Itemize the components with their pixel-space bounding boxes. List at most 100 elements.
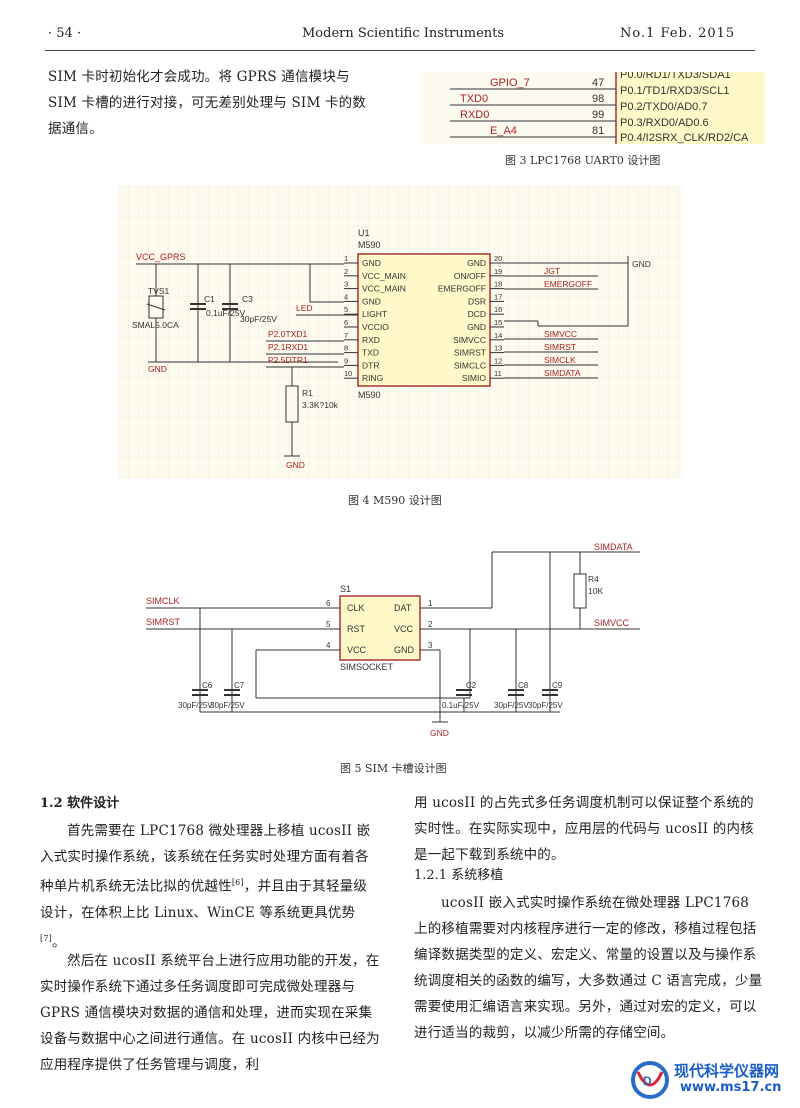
vcc-gprs-label: VCC_GPRS [136, 252, 186, 262]
right-paragraph-2: ucosII 嵌入式实时操作系统在微处理器 LPC1768 上的移植需要对内核程… [414, 895, 763, 1041]
sim-cap-value: 30pF/25V [528, 701, 563, 710]
sim-cap-ref: C6 [202, 681, 213, 690]
sim-pin-vcc-left: VCC [347, 645, 367, 655]
c3-ref: C3 [242, 294, 253, 304]
m590-left-pin-name: TXD [362, 348, 379, 358]
sim-pin-rst: RST [347, 624, 366, 634]
m590-left-pin-name: VCC_MAIN [362, 271, 406, 281]
right-paragraph-1: 用 ucosII 的占先式多任务调度机制可以保证整个系统的实时性。在实际实现中，… [414, 795, 754, 863]
m590-left-pin-num: 2 [344, 267, 348, 276]
simsocket-part: SIMSOCKET [340, 662, 394, 672]
m590-right-pin-num: 17 [494, 292, 502, 301]
sim-pin-num-6: 6 [326, 599, 331, 608]
sim-pin-num-2: 2 [428, 620, 433, 629]
m590-part-top: M590 [358, 240, 381, 250]
fig3-pin-3: 81 [592, 125, 604, 137]
net-simdata: SIMDATA [544, 368, 581, 378]
net-led: LED [296, 303, 313, 313]
gnd-label-left: GND [148, 364, 167, 374]
m590-left-pin-num: 7 [344, 331, 348, 340]
m590-left-pin-name: DTR [362, 360, 379, 370]
m590-right-pin-num: 18 [494, 280, 502, 289]
u1-designator: U1 [358, 228, 370, 238]
m590-right-pin-name: ON/OFF [454, 271, 486, 281]
net-p2-5dtr1: P2.5DTR1 [268, 355, 308, 365]
m590-right-pin-num: 15 [494, 318, 502, 327]
m590-left-pin-num: 5 [344, 305, 348, 314]
watermark-name: 现代科学仪器网 [674, 1062, 780, 1080]
sim-cap-ref: C7 [234, 681, 245, 690]
fig3-func-0: P0.0/RD1/TXD3/SDA1 [620, 72, 731, 81]
subsection-heading: 1.2.1 系统移植 [414, 868, 504, 883]
fig3-func-4: P0.4/I2SRX_CLK/RD2/CA [620, 132, 749, 144]
intro-line-3: 据通信。 [48, 121, 103, 137]
fig3-pin-1: 98 [592, 93, 604, 105]
sim-net-simclk: SIMCLK [146, 596, 180, 606]
m590-right-pin-num: 14 [494, 331, 502, 340]
journal-title: Modern Scientific Instruments [302, 26, 505, 41]
m590-left-pin-num: 6 [344, 318, 348, 327]
m590-right-pin-name: DCD [468, 309, 486, 319]
fig3-func-3: P0.3/RXD0/AD0.6 [620, 117, 709, 129]
net-simrst: SIMRST [544, 342, 576, 352]
section-heading: 1.2 软件设计 [40, 796, 120, 811]
svg-text:D: D [643, 1074, 652, 1088]
sim-net-simdata: SIMDATA [594, 542, 633, 552]
fig3-net-2: RXD0 [460, 109, 489, 121]
m590-left-pin-num: 3 [344, 280, 348, 289]
m590-part-bottom: M590 [358, 390, 381, 400]
r4-value: 10K [588, 586, 603, 596]
m590-left-pin-name: VCC_MAIN [362, 284, 406, 294]
m590-right-pin-name: SIMRST [454, 348, 486, 358]
tvs-part: SMAL5.0CA [132, 320, 179, 330]
m590-right-pin-name: EMERGOFF [438, 284, 486, 294]
fig3-net-3: E_A4 [490, 125, 517, 137]
m590-left-pin-num: 8 [344, 344, 348, 353]
m590-right-pin-num: 12 [494, 356, 502, 365]
fig3-pin-0: 47 [592, 77, 604, 89]
simsocket-body [339, 595, 421, 661]
sim-cap-value: 30pF/25V [178, 701, 213, 710]
m590-right-pin-name: SIMCLC [454, 360, 486, 370]
c1-value: 0.1uF/25V [206, 308, 246, 318]
sim-pin-num-1: 1 [428, 599, 433, 608]
m590-left-pin-name: LIGHT [362, 309, 387, 319]
left-paragraph-2: 然后在 ucosII 系统平台上进行应用功能的开发，在实时操作系统下通过多任务调… [40, 953, 380, 1073]
sim-pin-clk: CLK [347, 603, 365, 613]
m590-left-pin-name: RING [362, 373, 383, 383]
watermark-emblem-icon: D [631, 1061, 669, 1099]
net-simvcc: SIMVCC [544, 329, 577, 339]
m590-right-pin-num: 19 [494, 267, 502, 276]
fig5-caption: 图 5 SIM 卡槽设计图 [340, 762, 447, 775]
m590-left-pin-name: RXD [362, 335, 380, 345]
m590-right-pin-name: GND [467, 258, 486, 268]
fig4-caption: 图 4 M590 设计图 [348, 494, 442, 507]
m590-left-pin-num: 4 [344, 292, 348, 301]
net-simclk: SIMCLK [544, 355, 576, 365]
page-number: · 54 · [48, 26, 82, 41]
intro-line-1: SIM 卡时初始化才会成功。将 GPRS 通信模块与 [48, 69, 350, 85]
m590-left-pin-name: GND [362, 296, 381, 306]
sim-cap-value: 0.1uF/25V [442, 701, 480, 710]
sim-cap-ref: C8 [518, 681, 529, 690]
issue-info: No.1 Feb. 2015 [620, 26, 736, 41]
fig3-schematic: GPIO_7 47 P0.0/RD1/TXD3/SDA1 TXD0 98 P0.… [420, 72, 765, 144]
m590-right-pin-name: SIMVCC [453, 335, 486, 345]
m590-right-pin-num: 20 [494, 254, 502, 263]
tvs-ref: TVS1 [148, 286, 170, 296]
net-p2-1rxd1: P2.1RXD1 [268, 342, 308, 352]
watermark-logo: D 现代科学仪器网 www.ms17.cn [628, 1058, 796, 1102]
c1-ref: C1 [204, 294, 215, 304]
fig3-func-1: P0.1/TD1/RXD3/SCL1 [620, 85, 729, 97]
m590-right-pin-name: SIMIO [462, 373, 486, 383]
sim-net-simvcc: SIMVCC [594, 618, 630, 628]
c3-value: 30pF/25V [240, 314, 277, 324]
m590-left-pin-num: 9 [344, 356, 348, 365]
sim-pin-num-5: 5 [326, 620, 331, 629]
gnd-label-sim: GND [430, 728, 449, 738]
sim-net-simrst: SIMRST [146, 617, 181, 627]
intro-line-2: SIM 卡槽的进行对接，可无差别处理与 SIM 卡的数 [48, 95, 367, 111]
r1-ref: R1 [302, 388, 313, 398]
r1-value: 3.3K?10k [302, 400, 339, 410]
